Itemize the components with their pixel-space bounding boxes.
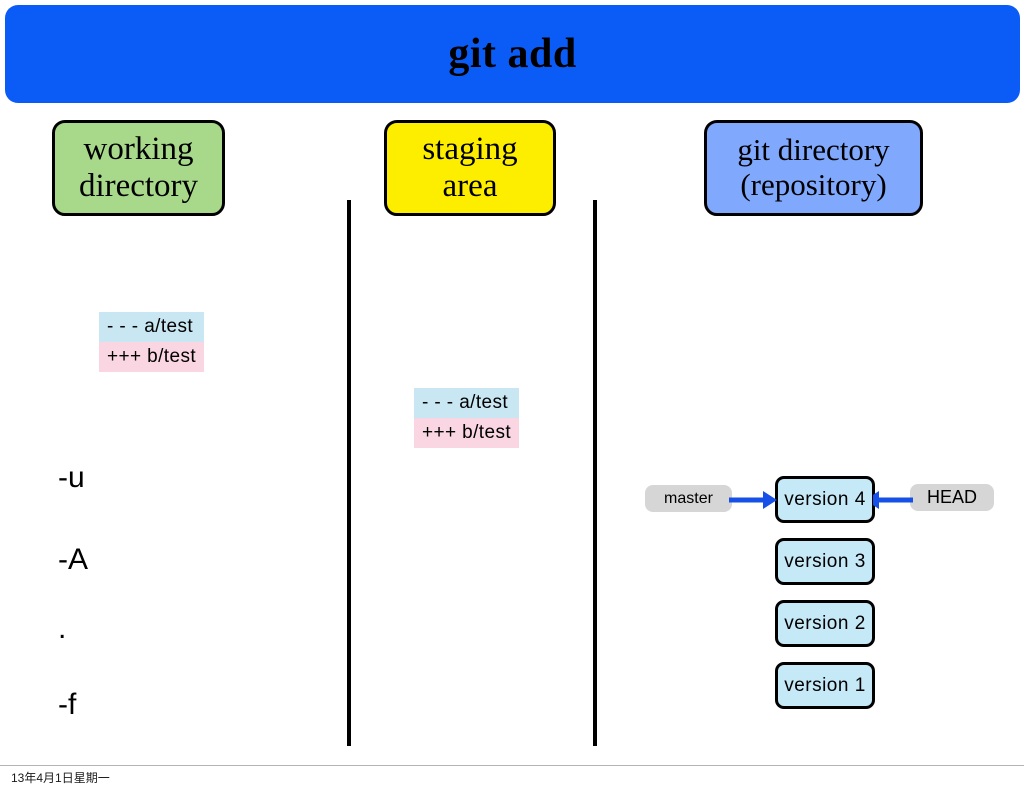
column-header-staging-area: staging area [384,120,556,216]
commit-box-version-3: version 3 [775,538,875,585]
title-banner: git add [5,5,1020,103]
diff-removed-line: - - - a/test [414,388,520,418]
column-divider-right [593,200,597,746]
column-divider-left [347,200,351,746]
arrow-right-icon [729,491,777,509]
column-header-gitdir-line1: git directory [737,132,890,168]
column-header-working-line2: directory [78,168,199,204]
column-header-git-directory: git directory (repository) [704,120,923,216]
commit-box-version-2: version 2 [775,600,875,647]
page-title: git add [448,31,577,77]
diff-added-line: +++ b/test [99,342,205,372]
column-header-working-line1: working [83,131,194,168]
diff-removed-line: - - - a/test [99,312,205,342]
column-header-staging-line1: staging [422,131,518,168]
diff-block-staging-area: - - - a/test +++ b/test [414,388,520,448]
option-flag-A: -A [58,543,88,576]
commit-box-version-1: version 1 [775,662,875,709]
column-header-working-directory: working directory [52,120,225,216]
option-flag-dot: . [58,612,67,645]
option-flag-f: -f [58,688,77,721]
option-flag-u: -u [58,461,85,494]
branch-ref-master: master [645,485,732,512]
head-ref-label: HEAD [910,484,994,511]
column-header-staging-line2: area [442,168,498,204]
slide-footer-date: 13年4月1日星期一 [11,771,110,785]
diff-block-working-directory: - - - a/test +++ b/test [99,312,205,372]
diff-added-line: +++ b/test [414,418,520,448]
arrow-left-icon [873,491,913,509]
column-header-gitdir-line2: (repository) [740,167,887,202]
slide-canvas: git add working directory staging area g… [0,5,1024,766]
commit-box-version-4: version 4 [775,476,875,523]
